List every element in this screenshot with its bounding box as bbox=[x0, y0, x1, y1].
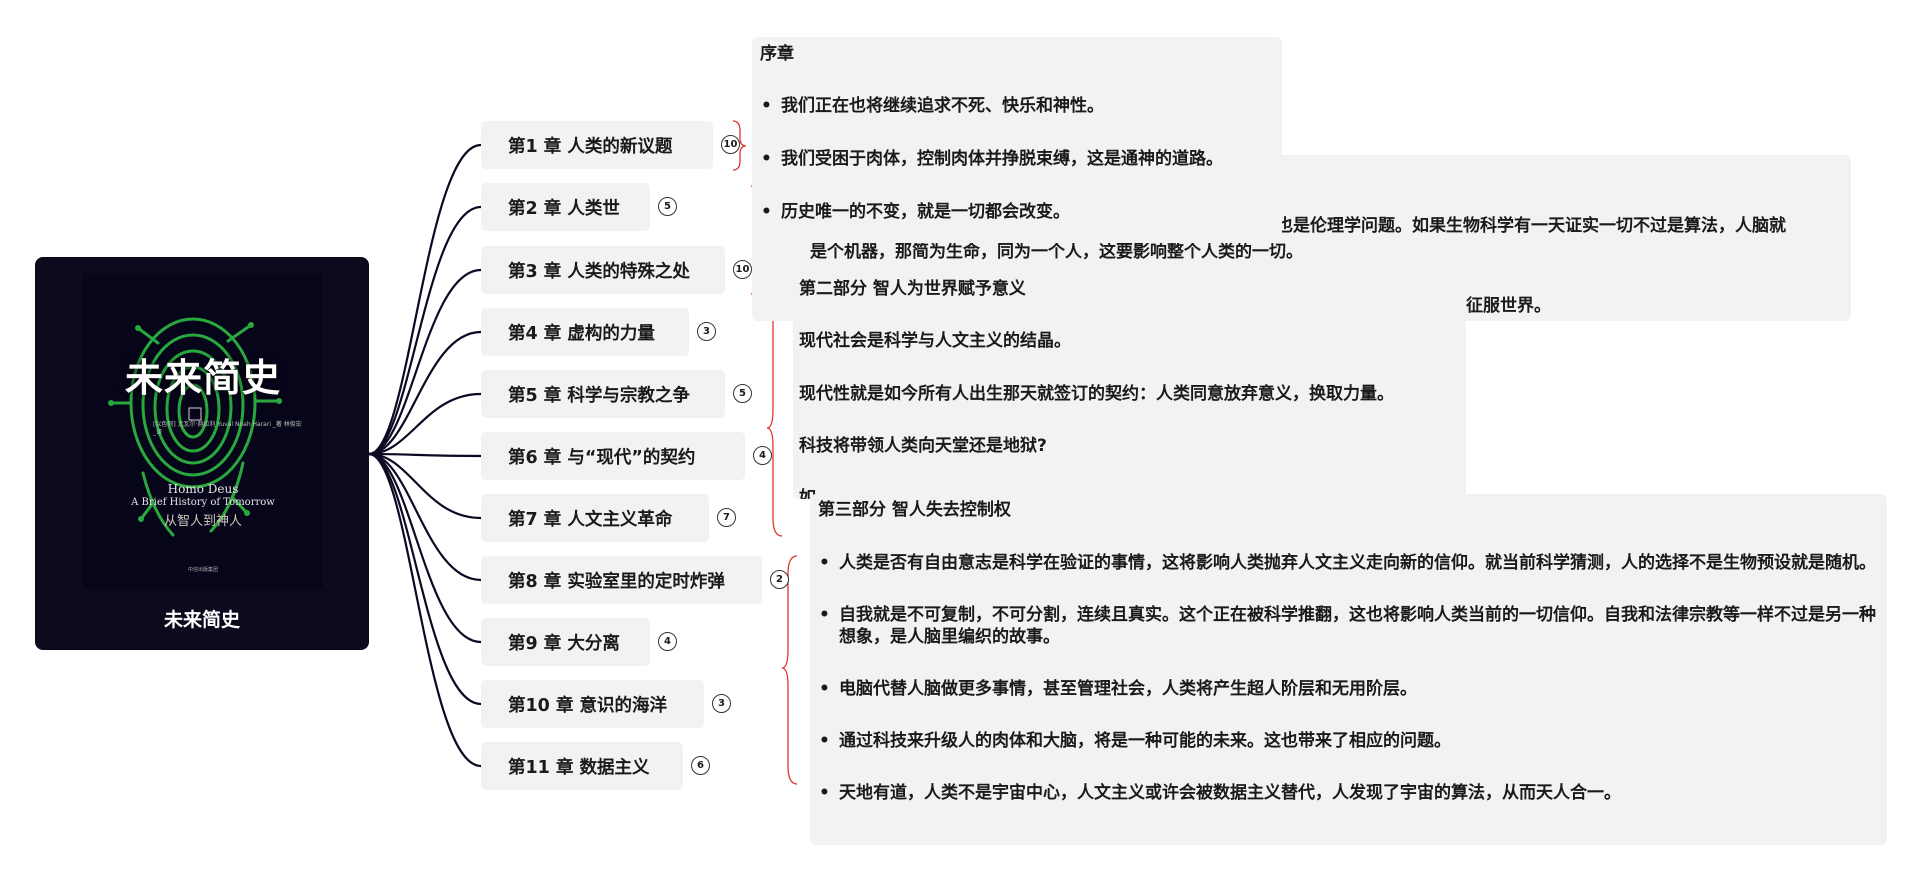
chapter-label: 第1 章 人类的新议题 bbox=[508, 136, 673, 157]
part3-panel[interactable]: 第三部分 智人失去控制权 人类是否有自由意志是科学在验证的事情，这将影响人类抛弃… bbox=[810, 494, 1887, 845]
part2-title: 第二部分 智人为世界赋予意义 bbox=[799, 279, 1026, 299]
bracket-part2 bbox=[766, 302, 783, 537]
part1-line2: 是个机器，那简为生命，同为一个人，这要影响整个人类的一切。 bbox=[810, 242, 1303, 262]
chapter-node-7[interactable]: 第7 章 人文主义革命 bbox=[481, 494, 709, 542]
root-label: 未来简史 bbox=[163, 609, 240, 631]
part2-line: 现代性就是如今所有人出生那天就签订的契约：人类同意放弃意义，换取力量。 bbox=[799, 384, 1394, 404]
chapter-label: 第11 章 数据主义 bbox=[508, 757, 650, 778]
chapter-label: 第9 章 大分离 bbox=[508, 633, 620, 654]
chapter-label: 第4 章 虚构的力量 bbox=[508, 323, 655, 344]
list-item: 我们受困于肉体，控制肉体并挣脱束缚，这是通神的道路。 bbox=[752, 148, 1223, 170]
chapter-node-10[interactable]: 第10 章 意识的海洋 bbox=[481, 680, 704, 728]
part2-line: 科技将带领人类向天堂还是地狱? bbox=[799, 436, 1047, 456]
list-item: 历史唯一的不变，就是一切都会改变。 bbox=[752, 201, 1223, 223]
cover-title: 未来简史 bbox=[124, 355, 281, 400]
chapter-count-badge[interactable]: 3 bbox=[712, 694, 731, 713]
chapter-label: 第8 章 实验室里的定时炸弹 bbox=[508, 571, 725, 592]
chapter-count-badge[interactable]: 5 bbox=[733, 384, 752, 403]
cover-english-title: Homo Deus A Brief History of Tomorrow bbox=[83, 483, 323, 509]
chapter-node-2[interactable]: 第2 章 人类世 bbox=[481, 183, 650, 231]
preface-list: 我们正在也将继续追求不死、快乐和神性。 我们受困于肉体，控制肉体并挣脱束缚，这是… bbox=[752, 95, 1223, 223]
cover-english-line2: A Brief History of Tomorrow bbox=[131, 497, 275, 508]
cover-authors: [以色列] 尤瓦尔·赫拉利 Yuval Noah Harari _著 林俊宏 _… bbox=[153, 421, 302, 436]
branch-connector bbox=[368, 452, 482, 458]
list-item: 通过科技来升级人的肉体和大脑，将是一种可能的未来。这也带来了相应的问题。 bbox=[810, 730, 1880, 752]
branch-connector bbox=[368, 392, 482, 456]
part2-line: 如 bbox=[799, 488, 816, 499]
part3-list: 人类是否有自由意志是科学在验证的事情，这将影响人类抛弃人文主义走向新的信仰。就当… bbox=[810, 552, 1880, 804]
branch-connector bbox=[368, 452, 482, 582]
chapter-label: 第7 章 人文主义革命 bbox=[508, 509, 673, 530]
list-item: 天地有道，人类不是宇宙中心，人文主义或许会被数据主义替代，人发现了宇宙的算法，从… bbox=[810, 782, 1880, 804]
cover-english-line1: Homo Deus bbox=[167, 482, 239, 496]
chapter-count-badge[interactable]: 6 bbox=[691, 756, 710, 775]
chapter-node-11[interactable]: 第11 章 数据主义 bbox=[481, 742, 683, 790]
chapter-count-badge[interactable]: 7 bbox=[717, 508, 736, 527]
chapter-node-1[interactable]: 第1 章 人类的新议题 bbox=[481, 121, 713, 169]
chapter-count-badge[interactable]: 3 bbox=[697, 322, 716, 341]
chapter-label: 第6 章 与“现代”的契约 bbox=[508, 447, 696, 468]
branch-connector bbox=[368, 268, 482, 456]
part1-line1: 也是伦理学问题。如果生物科学有一天证实一切不过是算法，人脑就 bbox=[1276, 216, 1786, 236]
preface-title: 序章 bbox=[760, 44, 794, 64]
bracket-part3 bbox=[781, 555, 798, 785]
part2-panel[interactable]: 第二部分 智人为世界赋予意义 现代社会是科学与人文主义的结晶。 现代性就是如今所… bbox=[793, 269, 1466, 499]
book-cover: 未来简史 [以色列] 尤瓦尔·赫拉利 Yuval Noah Harari _著 … bbox=[83, 273, 323, 589]
chapter-count-badge[interactable]: 4 bbox=[658, 632, 677, 651]
branch-connector bbox=[368, 205, 482, 456]
preface-panel[interactable]: 序章 我们正在也将继续追求不死、快乐和神性。 我们受困于肉体，控制肉体并挣脱束缚… bbox=[752, 37, 1282, 243]
chapter-count-badge[interactable]: 2 bbox=[770, 570, 789, 589]
list-item: 我们正在也将继续追求不死、快乐和神性。 bbox=[752, 95, 1223, 117]
chapter-label: 第3 章 人类的特殊之处 bbox=[508, 261, 690, 282]
chapter-node-8[interactable]: 第8 章 实验室里的定时炸弹 bbox=[481, 556, 762, 604]
branch-connector bbox=[368, 452, 482, 706]
chapter-node-6[interactable]: 第6 章 与“现代”的契约 bbox=[481, 432, 745, 480]
chapter-count-badge[interactable]: 4 bbox=[753, 446, 772, 465]
chapter-count-badge[interactable]: 10 bbox=[721, 135, 740, 154]
cover-subtitle: 从智人到神人 bbox=[163, 514, 242, 529]
chapter-node-5[interactable]: 第5 章 科学与宗教之争 bbox=[481, 370, 725, 418]
chapter-label: 第5 章 科学与宗教之争 bbox=[508, 385, 690, 406]
part3-title: 第三部分 智人失去控制权 bbox=[818, 500, 1011, 520]
chapter-node-9[interactable]: 第9 章 大分离 bbox=[481, 618, 650, 666]
part1-line3: 征服世界。 bbox=[1466, 296, 1551, 316]
branch-connector bbox=[368, 452, 482, 768]
chapter-label: 第2 章 人类世 bbox=[508, 198, 620, 219]
chapter-count-badge[interactable]: 5 bbox=[658, 197, 677, 216]
branch-connector bbox=[368, 452, 482, 644]
cover-publisher: 中信出版集团 bbox=[187, 567, 218, 573]
chapter-label: 第10 章 意识的海洋 bbox=[508, 695, 668, 716]
part2-line: 现代社会是科学与人文主义的结晶。 bbox=[799, 331, 1071, 351]
list-item: 人类是否有自由意志是科学在验证的事情，这将影响人类抛弃人文主义走向新的信仰。就当… bbox=[810, 552, 1880, 574]
branch-connector bbox=[368, 452, 482, 520]
chapter-node-3[interactable]: 第3 章 人类的特殊之处 bbox=[481, 246, 725, 294]
chapter-count-badge[interactable]: 10 bbox=[733, 260, 752, 279]
list-item: 自我就是不可复制，不可分割，连续且真实。这个正在被科学推翻，这也将影响人类当前的… bbox=[810, 604, 1880, 648]
root-node[interactable]: 未来简史 [以色列] 尤瓦尔·赫拉利 Yuval Noah Harari _著 … bbox=[35, 257, 369, 650]
list-item: 电脑代替人脑做更多事情，甚至管理社会，人类将产生超人阶层和无用阶层。 bbox=[810, 678, 1880, 700]
branch-connector bbox=[368, 143, 482, 456]
branch-connector bbox=[368, 330, 482, 456]
fingerprint-circuit-graphic bbox=[108, 317, 282, 537]
chapter-node-4[interactable]: 第4 章 虚构的力量 bbox=[481, 308, 689, 356]
